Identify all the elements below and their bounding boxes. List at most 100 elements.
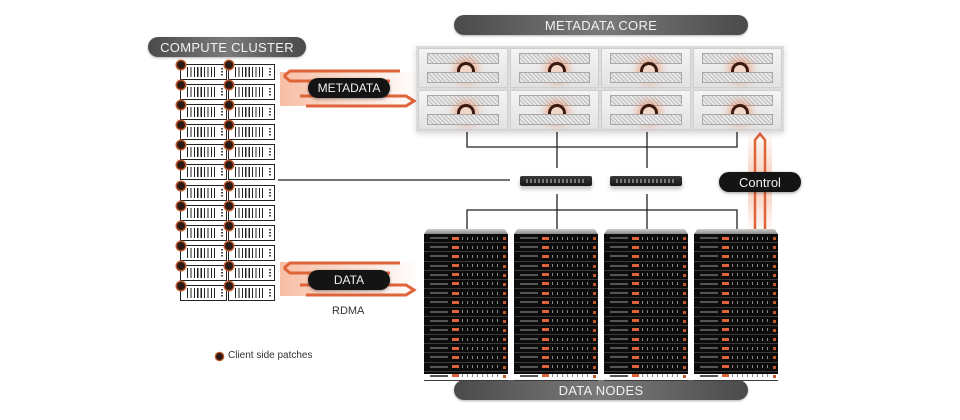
server-1u-icon <box>225 201 275 221</box>
data-node-unit <box>694 335 778 345</box>
compute-row <box>177 201 276 221</box>
server-1u-icon <box>177 81 227 101</box>
data-node-unit <box>604 289 688 299</box>
data-node-unit <box>514 353 598 363</box>
data-link-tag: DATA <box>308 270 390 290</box>
data-nodes-label: DATA NODES <box>454 380 748 400</box>
compute-row <box>177 121 276 141</box>
client-patch-icon <box>177 241 185 250</box>
server-1u-icon <box>225 161 275 181</box>
data-node-unit <box>604 363 688 372</box>
client-patch-icon <box>225 261 233 270</box>
data-node-unit <box>424 308 508 317</box>
compute-cluster-label: COMPUTE CLUSTER <box>148 37 306 57</box>
metadata-core <box>416 46 784 132</box>
data-node-unit <box>604 252 688 262</box>
data-node-unit <box>514 335 598 345</box>
legend-client-patches: Client side patches <box>228 350 313 361</box>
client-patch-icon <box>177 141 185 150</box>
server-1u-icon <box>177 101 227 121</box>
client-patch-icon <box>225 61 233 69</box>
compute-row <box>177 282 276 302</box>
data-node-unit <box>424 280 508 290</box>
data-node-unit <box>604 344 688 354</box>
data-node-unit <box>694 252 778 262</box>
server-1u-icon <box>225 241 275 261</box>
data-node-unit <box>424 271 508 280</box>
data-node-unit <box>424 363 508 372</box>
server-1u-icon <box>225 261 275 281</box>
data-node-unit <box>424 372 508 381</box>
compute-row <box>177 101 276 121</box>
data-node-unit <box>694 271 778 280</box>
data-node-unit <box>514 243 598 253</box>
data-node-unit <box>424 262 508 271</box>
server-1u-icon <box>225 141 275 161</box>
server-1u-icon <box>177 282 227 302</box>
data-node-unit <box>514 262 598 271</box>
data-node-unit <box>694 262 778 271</box>
data-node-unit <box>424 289 508 299</box>
client-patch-icon <box>177 261 185 270</box>
control-link-tag: Control <box>719 172 801 192</box>
storage-blade-icon <box>509 90 599 130</box>
data-node-unit <box>604 308 688 317</box>
client-patch-icon <box>225 282 233 291</box>
data-node-unit <box>604 353 688 363</box>
data-node-unit <box>604 280 688 290</box>
data-node-unit <box>514 317 598 326</box>
data-node-unit <box>514 298 598 308</box>
network-switch-icon <box>610 176 682 186</box>
data-node-unit <box>604 298 688 308</box>
data-node-unit <box>514 308 598 317</box>
server-1u-icon <box>225 81 275 101</box>
server-1u-icon <box>177 261 227 281</box>
data-node-unit <box>604 372 688 381</box>
data-node-unit <box>604 326 688 336</box>
data-node-unit <box>514 344 598 354</box>
rdma-label: RDMA <box>332 305 365 317</box>
data-node-unit <box>424 326 508 336</box>
server-1u-icon <box>177 121 227 141</box>
data-node-unit <box>424 234 508 244</box>
data-node-unit <box>424 344 508 354</box>
server-1u-icon <box>225 61 275 80</box>
server-1u-icon <box>177 141 227 161</box>
client-patch-legend-icon <box>216 353 223 360</box>
compute-row <box>177 81 276 101</box>
compute-row <box>177 141 276 161</box>
data-node-unit <box>514 271 598 280</box>
compute-row <box>177 261 276 281</box>
client-patch-icon <box>225 141 233 150</box>
server-1u-icon <box>177 201 227 221</box>
storage-blade-icon <box>601 90 691 130</box>
server-1u-icon <box>177 61 227 80</box>
data-node-unit <box>514 280 598 290</box>
metadata-bus <box>466 128 738 168</box>
compute-row <box>177 61 276 80</box>
data-node-unit <box>514 252 598 262</box>
compute-row <box>177 181 276 201</box>
data-node-unit <box>694 372 778 381</box>
data-node-unit <box>604 317 688 326</box>
storage-blade-icon <box>601 48 691 88</box>
client-patch-icon <box>177 161 185 170</box>
metadata-core-label: METADATA CORE <box>454 15 748 35</box>
data-node-unit <box>604 262 688 271</box>
data-node-unit <box>604 234 688 244</box>
client-patch-icon <box>177 221 185 230</box>
compute-row <box>177 241 276 261</box>
data-node-unit <box>694 363 778 372</box>
data-node-unit <box>604 271 688 280</box>
client-patch-icon <box>177 181 185 190</box>
data-node-unit <box>424 317 508 326</box>
data-node-unit <box>694 353 778 363</box>
data-bus <box>466 194 738 232</box>
data-node-unit <box>424 243 508 253</box>
client-patch-icon <box>225 121 233 130</box>
server-1u-icon <box>177 221 227 241</box>
client-patch-icon <box>225 161 233 170</box>
server-1u-icon <box>225 181 275 201</box>
server-rack-icon <box>514 234 598 381</box>
storage-blade-icon <box>692 90 782 130</box>
